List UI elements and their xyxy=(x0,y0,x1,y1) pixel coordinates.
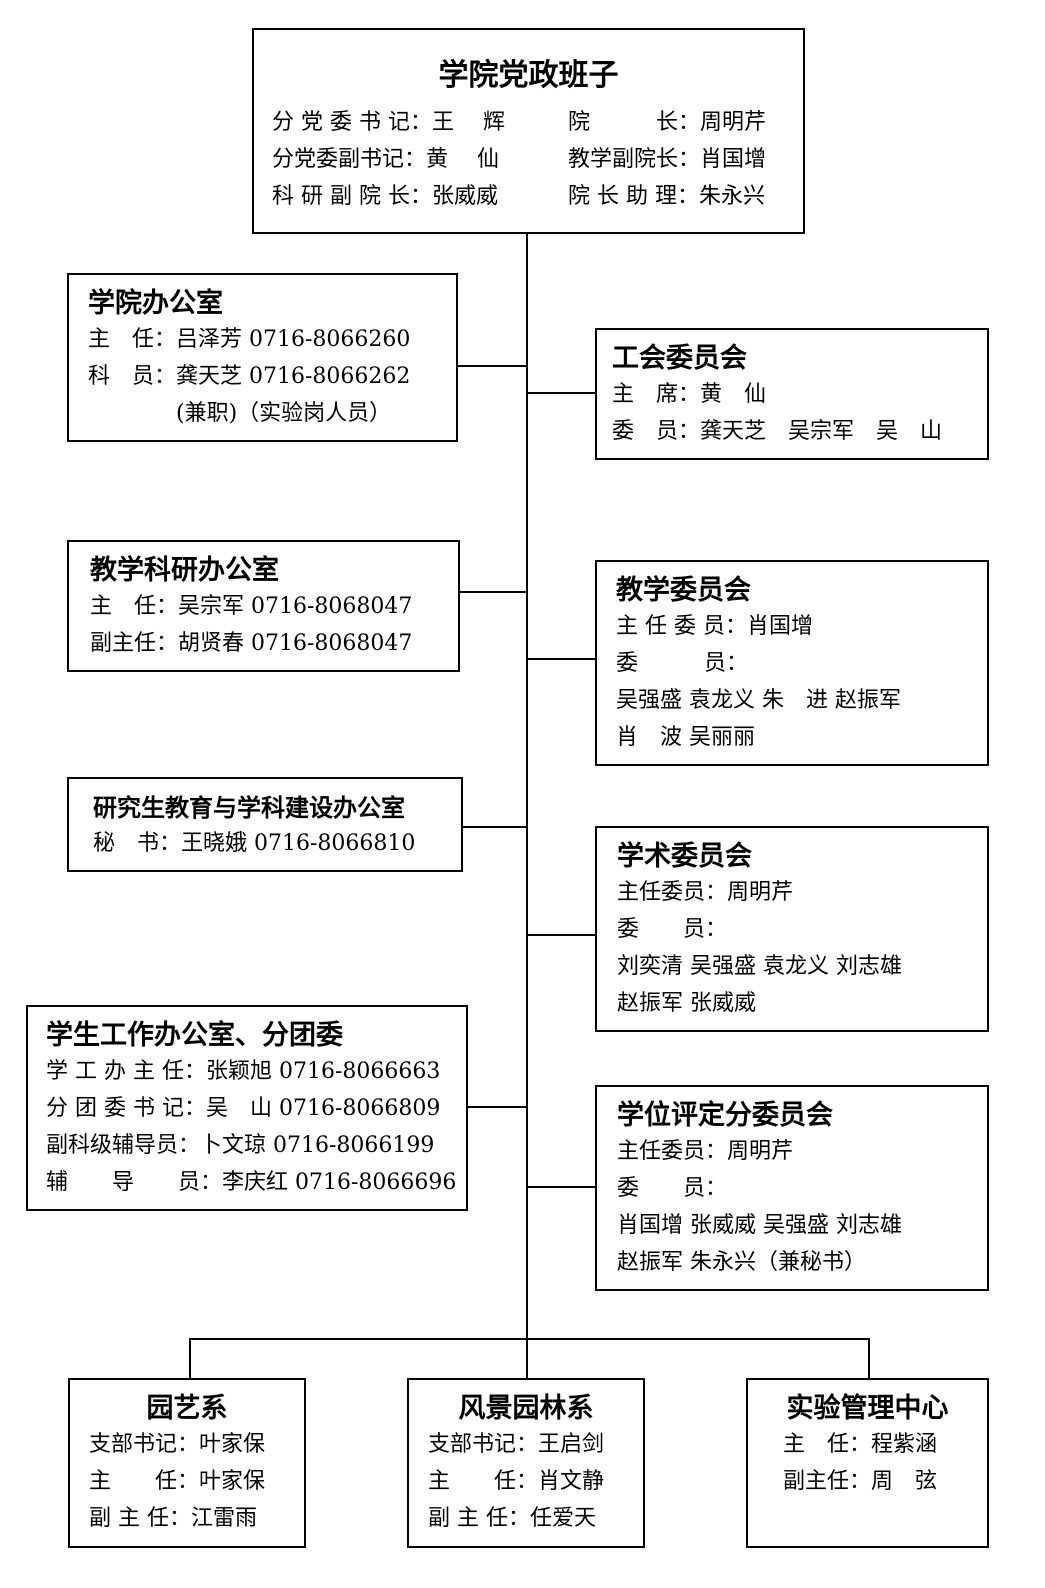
box-line: 支部书记：王启剑 xyxy=(428,1432,605,1457)
box-line: 赵振军 朱永兴（兼秘书） xyxy=(617,1250,866,1275)
box-line: 主任委员：周明芹 xyxy=(617,880,794,905)
box-line: 副主任：胡贤春 0716-8068047 xyxy=(90,631,413,656)
box-title: 园艺系 xyxy=(146,1393,228,1424)
box-line: 赵振军 张威威 xyxy=(617,991,756,1016)
box-title: 学术委员会 xyxy=(617,841,752,872)
connector-to-xueyuan-office xyxy=(457,365,528,367)
box-title: 学位评定分委员会 xyxy=(617,1100,833,1131)
box-line: 主 任：吕泽芳 0716-8066260 xyxy=(88,327,411,352)
box-line: 主 任 委 员：肖国增 xyxy=(616,614,813,639)
box-line: 副科级辅导员：卜文琼 0716-8066199 xyxy=(46,1133,435,1158)
degree-committee-box: 学位评定分委员会 主任委员：周明芹 委 员： 肖国增 张威威 吴强盛 刘志雄 赵… xyxy=(595,1085,989,1291)
box-title: 学院办公室 xyxy=(88,288,223,319)
xueshu-committee-box: 学术委员会 主任委员：周明芹 委 员： 刘奕清 吴强盛 袁龙义 刘志雄 赵振军 … xyxy=(595,826,989,1032)
leadership-cell: 科 研 副 院 长：张威威 xyxy=(272,184,498,209)
box-line: 秘 书：王晓娥 0716-8066810 xyxy=(93,831,416,856)
leadership-row: 分 党 委 书 记：王 辉 院 长：周明芹 xyxy=(272,104,803,141)
leadership-title: 学院党政班子 xyxy=(438,58,619,93)
box-line: 委 员：龚天芝 吴宗军 吴 山 xyxy=(612,419,943,444)
leadership-box: 学院党政班子 分 党 委 书 记：王 辉 院 长：周明芹 分党委副书记：黄 仙 教学… xyxy=(252,28,805,234)
main-vertical-connector xyxy=(526,232,528,1340)
connector-to-jiaoxue-keyan-office xyxy=(459,591,528,593)
leadership-cell: 教学副院长：肖国增 xyxy=(568,147,767,172)
leadership-cell: 院 长：周明芹 xyxy=(568,110,767,135)
box-title: 研究生教育与学科建设办公室 xyxy=(93,793,405,822)
connector-to-jiaoxue-committee xyxy=(526,658,597,660)
box-title: 风景园林系 xyxy=(458,1393,594,1424)
fengjing-dept-box: 风景园林系 支部书记：王启剑 主 任：肖文静 副 主 任：任爱天 xyxy=(407,1378,645,1548)
leadership-cell: 分 党 委 书 记：王 辉 xyxy=(272,110,505,135)
box-title: 学生工作办公室、分团委 xyxy=(46,1020,343,1051)
box-title: 教学科研办公室 xyxy=(90,555,279,586)
box-line: 委 员： xyxy=(617,917,728,942)
yuanyi-dept-box: 园艺系 支部书记：叶家保 主 任：叶家保 副 主 任：江雷雨 xyxy=(68,1378,306,1548)
xueyuan-office-box: 学院办公室 主 任：吕泽芳 0716-8066260 科 员：龚天芝 0716-… xyxy=(67,273,458,442)
box-line: 辅 导 员：李庆红 0716-8066696 xyxy=(46,1170,457,1195)
leadership-cell: 分党委副书记：黄 仙 xyxy=(272,147,499,172)
box-title: 实验管理中心 xyxy=(786,1393,949,1424)
connector-to-fengjing xyxy=(526,1338,528,1381)
box-line: 委 员： xyxy=(616,651,749,676)
box-line: (兼职)（实验岗人员） xyxy=(88,401,392,426)
box-line: 主任委员：周明芹 xyxy=(617,1139,794,1164)
box-line: 委 员： xyxy=(617,1176,728,1201)
gonghui-committee-box: 工会委员会 主 席：黄 仙 委 员：龚天芝 吴宗军 吴 山 xyxy=(595,328,989,460)
box-line: 副主任：周 弦 xyxy=(783,1469,938,1494)
box-title: 教学委员会 xyxy=(616,575,751,606)
box-line: 主 任：吴宗军 0716-8068047 xyxy=(90,594,413,619)
box-line: 学 工 办 主 任：张颖旭 0716-8066663 xyxy=(46,1059,441,1084)
box-line: 支部书记：叶家保 xyxy=(89,1432,266,1457)
bottom-horizontal-connector xyxy=(189,1338,870,1340)
connector-to-xueshu-committee xyxy=(526,934,597,936)
box-line: 副 主 任：江雷雨 xyxy=(89,1506,257,1531)
connector-to-gonghui xyxy=(526,392,597,394)
box-title: 工会委员会 xyxy=(612,343,747,374)
connector-to-degree-committee xyxy=(526,1186,597,1188)
student-office-box: 学生工作办公室、分团委 学 工 办 主 任：张颖旭 0716-8066663 分… xyxy=(26,1005,468,1211)
leadership-row: 科 研 副 院 长：张威威 院 长 助 理：朱永兴 xyxy=(272,178,803,215)
leadership-row: 分党委副书记：黄 仙 教学副院长：肖国增 xyxy=(272,141,803,178)
leadership-cell: 院 长 助 理：朱永兴 xyxy=(568,184,765,209)
connector-to-student-office xyxy=(467,1106,528,1108)
jiaoxue-keyan-office-box: 教学科研办公室 主 任：吴宗军 0716-8068047 副主任：胡贤春 071… xyxy=(67,540,460,672)
box-line: 科 员：龚天芝 0716-8066262 xyxy=(88,364,411,389)
box-line: 吴强盛 袁龙义 朱 进 赵振军 xyxy=(616,688,901,713)
box-line: 肖 波 吴丽丽 xyxy=(616,725,755,750)
box-line: 刘奕清 吴强盛 袁龙义 刘志雄 xyxy=(617,954,902,979)
box-line: 主 任：叶家保 xyxy=(89,1469,266,1494)
box-line: 主 席：黄 仙 xyxy=(612,382,767,407)
shiyan-center-box: 实验管理中心 主 任：程紫涵 副主任：周 弦 xyxy=(746,1378,989,1548)
graduate-office-box: 研究生教育与学科建设办公室 秘 书：王晓娥 0716-8066810 xyxy=(67,777,463,872)
box-line: 分 团 委 书 记：吴 山 0716-8066809 xyxy=(46,1096,441,1121)
box-line: 主 任：肖文静 xyxy=(428,1469,605,1494)
box-line: 肖国增 张威威 吴强盛 刘志雄 xyxy=(617,1213,902,1238)
jiaoxue-committee-box: 教学委员会 主 任 委 员：肖国增 委 员： 吴强盛 袁龙义 朱 进 赵振军 肖… xyxy=(595,560,989,766)
connector-to-yuanyi xyxy=(189,1338,191,1381)
box-line: 主 任：程紫涵 xyxy=(783,1432,938,1457)
box-line: 副 主 任：任爱天 xyxy=(428,1506,596,1531)
connector-to-shiyan-center xyxy=(868,1338,870,1381)
connector-to-graduate-office xyxy=(462,826,528,828)
